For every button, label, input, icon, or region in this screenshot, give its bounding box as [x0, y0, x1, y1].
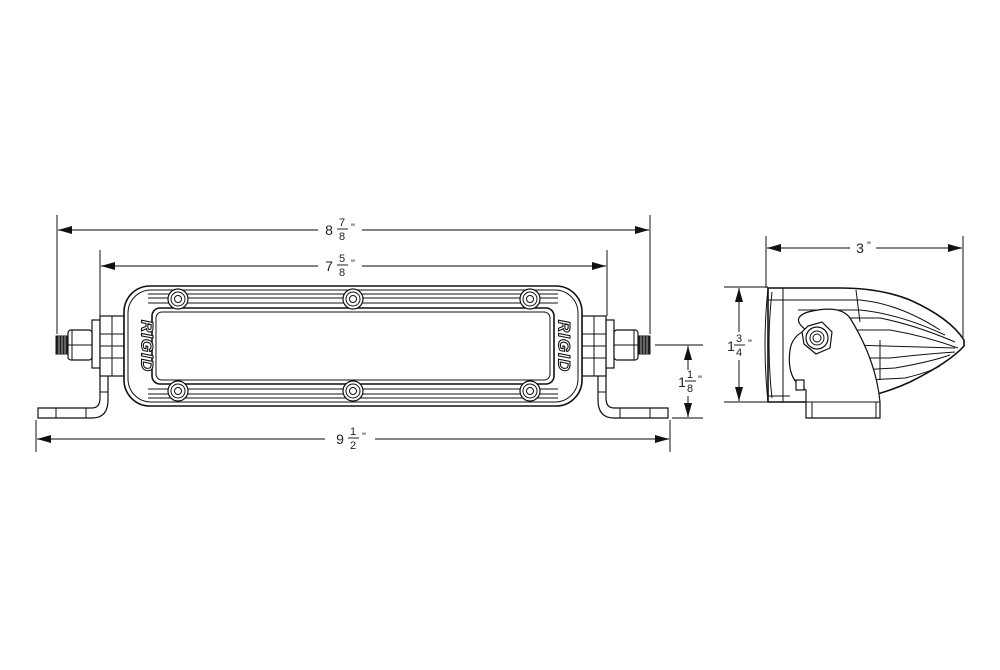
bolt-icon — [342, 380, 364, 402]
dimension-label: 7 5 8 " — [325, 253, 355, 279]
svg-text:RIGID: RIGID — [138, 320, 157, 372]
svg-text:1: 1 — [350, 426, 356, 438]
svg-text:": " — [867, 240, 871, 252]
dimension-mount-height: 1 1 8 " — [655, 344, 703, 419]
svg-text:2: 2 — [350, 440, 356, 452]
front-view: RIGID RIGID 8 7 8 " — [35, 215, 703, 452]
svg-text:": " — [748, 338, 752, 350]
svg-text:3: 3 — [856, 240, 864, 256]
right-stud-nut — [613, 329, 651, 361]
bolt-icon — [167, 380, 189, 402]
dimension-label: 8 7 8 " — [325, 217, 355, 243]
svg-text:9: 9 — [336, 431, 344, 447]
bolt-icon — [519, 288, 541, 310]
bolt-icon — [342, 288, 364, 310]
dimension-label: 1 1 8 " — [678, 369, 702, 395]
dimension-housing-length: 7 5 8 " — [99, 250, 608, 316]
bolt-icon — [519, 380, 541, 402]
svg-text:4: 4 — [736, 347, 742, 359]
side-view: 3 " 1 3 4 " — [724, 236, 965, 419]
svg-text:": " — [351, 222, 355, 234]
bolt-icon — [167, 288, 189, 310]
pivot-bolt-icon — [801, 321, 833, 355]
svg-text:1: 1 — [687, 369, 693, 381]
svg-text:": " — [362, 431, 366, 443]
light-bar-housing — [123, 285, 583, 407]
svg-text:5: 5 — [339, 253, 345, 265]
left-stud-nut — [55, 329, 93, 361]
dimension-overall-with-studs: 8 7 8 " — [56, 215, 651, 334]
brand-logo-left: RIGID — [137, 319, 157, 372]
brand-logo-right: RIGID — [554, 319, 574, 372]
svg-text:8: 8 — [325, 222, 333, 238]
svg-text:8: 8 — [687, 383, 693, 395]
dimension-bracket-span: 9 1 2 " — [35, 420, 671, 452]
svg-text:1: 1 — [678, 374, 686, 390]
svg-text:RIGID: RIGID — [555, 320, 574, 372]
svg-text:8: 8 — [339, 231, 345, 243]
dimension-label: 9 1 2 " — [336, 426, 366, 452]
dimension-housing-height: 1 3 4 " — [724, 286, 768, 403]
svg-text:1: 1 — [727, 338, 735, 354]
svg-text:3: 3 — [736, 333, 742, 345]
dimension-depth: 3 " — [765, 236, 964, 340]
dimension-label: 3 " — [856, 240, 871, 256]
svg-text:7: 7 — [339, 217, 345, 229]
housing-bolts — [167, 288, 541, 402]
svg-text:": " — [351, 258, 355, 270]
svg-text:8: 8 — [339, 267, 345, 279]
side-pivot-mount — [788, 308, 881, 419]
svg-text:": " — [698, 374, 702, 386]
dimension-label: 1 3 4 " — [727, 333, 752, 359]
svg-text:7: 7 — [325, 258, 333, 274]
left-mount-hub — [91, 315, 125, 377]
right-mount-hub — [581, 315, 615, 377]
